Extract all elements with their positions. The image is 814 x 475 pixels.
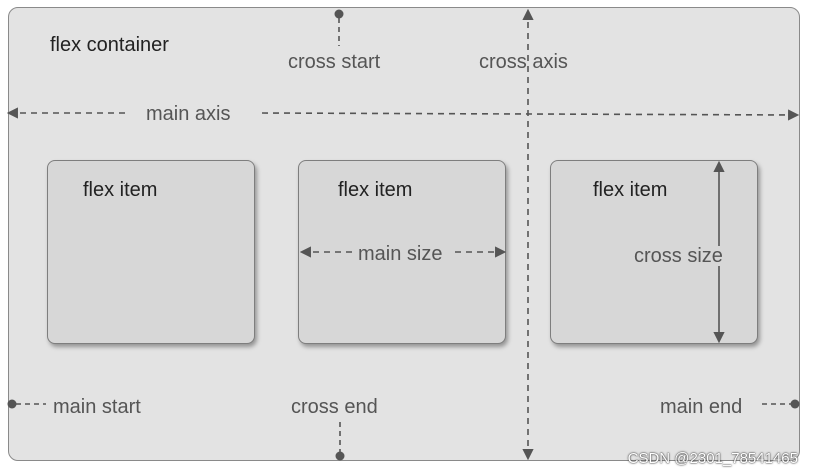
cross-start-dot <box>334 9 344 19</box>
main-start-label: main start <box>53 396 141 418</box>
main-end-dot <box>790 399 800 409</box>
cross-size-label: cross size <box>630 246 727 266</box>
flex-container-label: flex container <box>50 34 169 56</box>
cross-axis-label: cross axis <box>479 51 568 73</box>
cross-start-label: cross start <box>288 51 381 73</box>
cross-end-label: cross end <box>291 396 378 418</box>
main-axis-label: main axis <box>142 104 235 124</box>
cross-end-dot <box>335 451 345 461</box>
main-end-label: main end <box>660 396 743 418</box>
flex-item-3-label: flex item <box>593 179 668 201</box>
watermark: CSDN @2301_78541465 <box>627 450 798 467</box>
main-start-dot <box>7 399 17 409</box>
main-size-label: main size <box>354 244 447 264</box>
main-axis-arrow-right <box>261 109 800 121</box>
flex-item-1 <box>47 160 255 344</box>
flex-item-1-label: flex item <box>83 179 158 201</box>
flex-item-2-label: flex item <box>338 179 413 201</box>
